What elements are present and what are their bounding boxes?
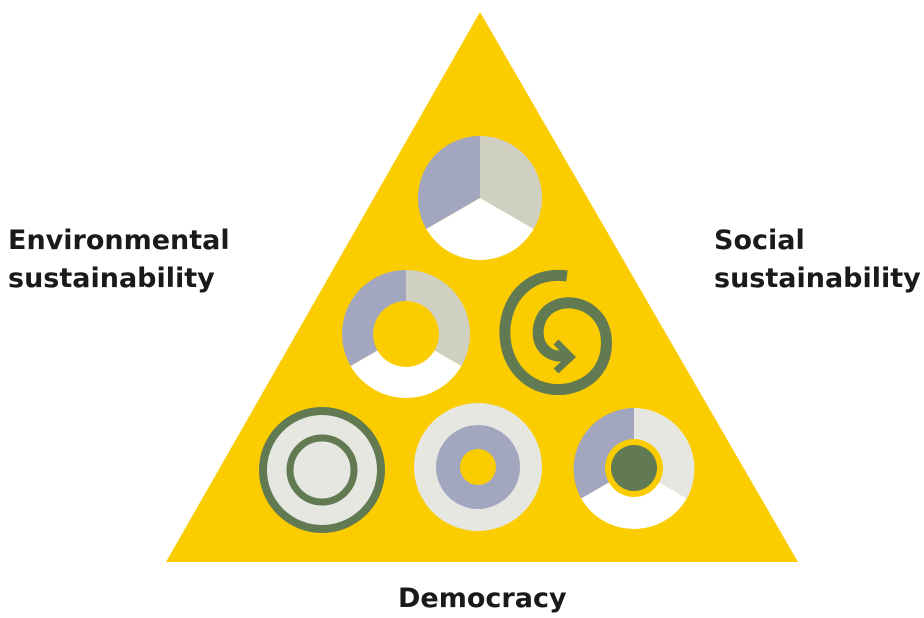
environmental-sustainability-label: Environmental sustainability bbox=[8, 222, 230, 298]
social-sustainability-label: Social sustainability bbox=[714, 222, 921, 298]
concentric-rings-icon bbox=[259, 407, 385, 533]
donut-icon bbox=[414, 403, 542, 531]
environmental-label-line-2: sustainability bbox=[8, 263, 215, 294]
spiral-arrow-icon bbox=[499, 270, 612, 396]
democracy-label: Democracy bbox=[398, 580, 567, 618]
social-label-line-1: Social bbox=[714, 225, 805, 256]
three-segment-pie-icon bbox=[417, 136, 543, 261]
environmental-label-line-1: Environmental bbox=[8, 225, 230, 256]
segmented-ring-icon bbox=[342, 270, 470, 398]
social-label-line-2: sustainability bbox=[714, 263, 921, 294]
democracy-label-text: Democracy bbox=[398, 583, 567, 614]
ring-with-dot-icon bbox=[573, 408, 695, 529]
